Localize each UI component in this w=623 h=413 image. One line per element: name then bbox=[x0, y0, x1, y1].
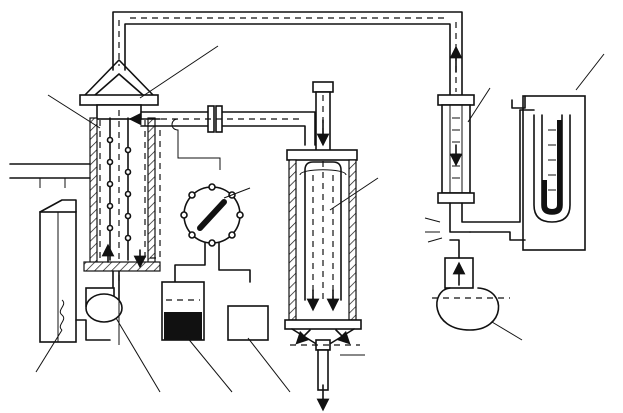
leader-separator bbox=[329, 177, 379, 211]
u-tube-manometer bbox=[469, 95, 586, 251]
leader-pump bbox=[491, 321, 523, 341]
leader-manometer bbox=[575, 53, 605, 91]
leader-valve bbox=[223, 187, 251, 199]
leader-flowmeter bbox=[467, 87, 491, 123]
leader-power-supply bbox=[35, 329, 63, 373]
circulation-pump bbox=[432, 239, 510, 331]
flowmeter bbox=[437, 94, 521, 233]
heated-reactor-column bbox=[79, 59, 161, 301]
leader-reactor-head bbox=[139, 45, 219, 99]
recorder-box bbox=[227, 305, 269, 341]
heater-coil bbox=[106, 136, 132, 242]
leader-controller bbox=[115, 317, 161, 393]
cross-connecting-pipe bbox=[128, 105, 316, 170]
outlet-nozzle bbox=[290, 339, 365, 412]
pump-side-inlet bbox=[424, 217, 443, 243]
leader-reactor-wall bbox=[47, 94, 101, 129]
leader-sample-cell bbox=[185, 335, 233, 393]
power-supply bbox=[9, 163, 91, 343]
upper-connecting-pipe bbox=[112, 11, 463, 96]
leader-recorder bbox=[247, 337, 291, 393]
sample-cell-hatched bbox=[161, 281, 205, 341]
multi-port-valve[interactable] bbox=[174, 183, 251, 283]
gas-separator-vessel bbox=[284, 81, 362, 346]
callout-leaders bbox=[35, 45, 605, 393]
manometer-scale bbox=[548, 129, 556, 191]
temperature-controller bbox=[75, 287, 123, 345]
